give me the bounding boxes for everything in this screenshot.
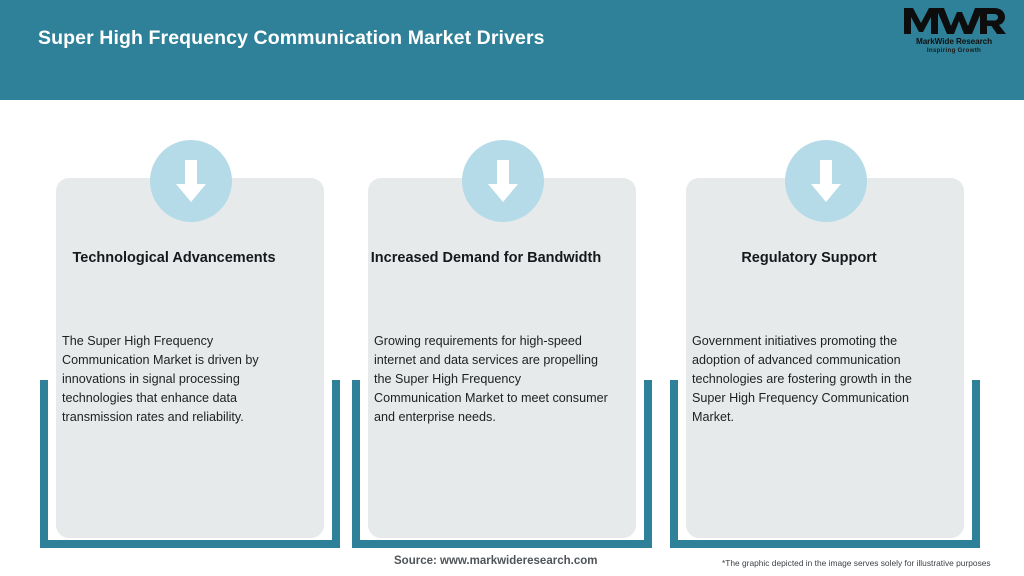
arrow-down-glyph bbox=[488, 160, 518, 202]
card-body-text: Growing requirements for high-speed inte… bbox=[374, 334, 608, 424]
card-title: Regulatory Support bbox=[741, 250, 877, 266]
card-title: Increased Demand for Bandwidth bbox=[370, 250, 602, 266]
brand-logo: MarkWide Research Inspiring Growth bbox=[898, 6, 1010, 62]
arrow-down-icon bbox=[462, 140, 544, 222]
logo-tagline: Inspiring Growth bbox=[926, 47, 982, 54]
driver-card-increased-demand-for-bandwidth: Increased Demand for Bandwidth Growing r… bbox=[352, 140, 652, 550]
page-title: Super High Frequency Communication Marke… bbox=[38, 27, 545, 49]
card-surface bbox=[686, 178, 964, 538]
source-attribution: Source: www.markwideresearch.com bbox=[394, 555, 598, 567]
card-body-text: The Super High Frequency Communication M… bbox=[62, 334, 259, 424]
card-body-text: Government initiatives promoting the ado… bbox=[692, 334, 912, 424]
header-bar bbox=[0, 0, 1024, 100]
card-bracket-frame bbox=[352, 380, 652, 548]
card-surface bbox=[368, 178, 636, 538]
logo-company-name: MarkWide Research bbox=[915, 37, 993, 46]
arrow-down-glyph bbox=[811, 160, 841, 202]
arrow-down-icon bbox=[785, 140, 867, 222]
card-bracket-frame bbox=[40, 380, 340, 548]
card-surface bbox=[56, 178, 324, 538]
driver-card-regulatory-support: Regulatory Support Government initiative… bbox=[670, 140, 980, 550]
card-bracket-frame bbox=[670, 380, 980, 548]
card-title: Technological Advancements bbox=[72, 250, 276, 266]
illustrative-disclaimer: *The graphic depicted in the image serve… bbox=[722, 558, 991, 568]
arrow-down-icon bbox=[150, 140, 232, 222]
driver-card-technological-advancements: Technological Advancements The Super Hig… bbox=[40, 140, 340, 550]
mwr-logo-icon bbox=[904, 8, 1006, 34]
arrow-down-glyph bbox=[176, 160, 206, 202]
